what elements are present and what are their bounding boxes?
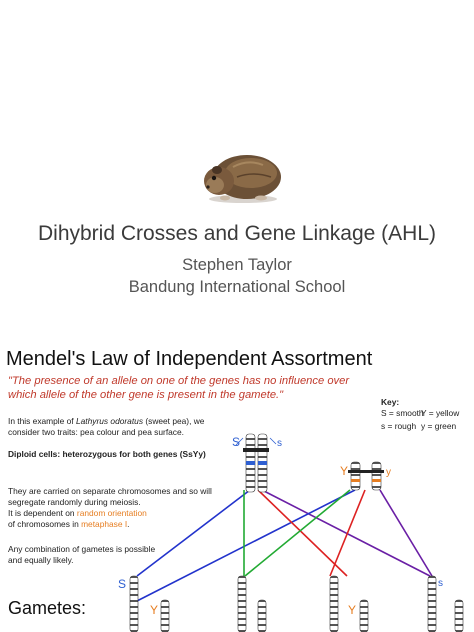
gamete-4-allele-s: s — [438, 578, 443, 589]
gamete-1-allele-S: S — [118, 577, 126, 591]
parent-allele-s: s — [277, 438, 282, 449]
diploid-text: Diploid cells: heterozygous for both gen… — [8, 449, 206, 459]
line-purple-1 — [261, 489, 431, 577]
independent-assortment-slide: Mendel's Law of Independent Assortment "… — [0, 330, 474, 632]
chromosomes-text-3: of chromosomes in — [8, 519, 82, 529]
chromosomes-text-2: It is dependent on — [8, 508, 77, 518]
chromosome-diagram: S s Y y S Y Y s — [118, 433, 464, 632]
parent-allele-y: y — [386, 467, 391, 478]
example-prefix: In this example of — [8, 416, 76, 426]
example-text: In this example of Lathyrus odoratus (sw… — [8, 416, 213, 438]
parent-chromosome-s-pair — [235, 433, 277, 493]
law-quote: "The presence of an allele on one of the… — [8, 375, 350, 401]
gamete-3-allele-Y: Y — [348, 603, 356, 617]
line-red-1 — [329, 489, 366, 577]
line-red-2 — [257, 489, 348, 577]
key-y-lower: y = green — [421, 421, 457, 431]
school-name: Bandung International School — [128, 278, 346, 296]
gametes-label: Gametes: — [8, 598, 87, 618]
presentation-title: Dihybrid Crosses and Gene Linkage (AHL) — [37, 222, 437, 245]
parent-allele-S: S — [232, 435, 240, 449]
species-name: Lathyrus odoratus — [75, 416, 144, 426]
gamete-1-allele-Y: Y — [150, 603, 158, 617]
line-blue-1 — [136, 489, 251, 577]
key-s-lower: s = rough — [381, 421, 417, 431]
slide-divider — [0, 316, 474, 330]
metaphase-link[interactable]: metaphase I — [81, 519, 128, 529]
line-purple-2 — [379, 489, 433, 577]
line-blue-2 — [134, 489, 356, 603]
slide-title: Mendel's Law of Independent Assortment — [6, 348, 373, 370]
gamete-3 — [329, 575, 369, 632]
chromosomes-text-1: They are carried on separate chromosomes… — [8, 486, 212, 507]
key-title: Key: — [381, 397, 400, 407]
key-s-upper: S = smooth — [381, 408, 424, 418]
chromosomes-text-4: . — [127, 519, 130, 529]
guinea-pig-image — [203, 143, 283, 205]
chromosomes-text: They are carried on separate chromosomes… — [8, 486, 213, 530]
gamete-4 — [427, 575, 464, 632]
combination-text: Any combination of gametes is possible a… — [8, 544, 156, 565]
gamete-2 — [237, 575, 267, 632]
title-slide: Dihybrid Crosses and Gene Linkage (AHL) … — [37, 143, 437, 296]
key-y-upper: Y = yellow — [421, 408, 460, 418]
line-green-1 — [244, 489, 351, 577]
author-name: Stephen Taylor — [182, 256, 292, 274]
random-orientation-link[interactable]: random orientation — [76, 508, 147, 518]
parent-chromosome-y-pair — [348, 461, 384, 491]
gamete-1 — [129, 575, 170, 632]
parent-allele-Y: Y — [340, 464, 348, 478]
example-suffix: (sweet pea), we consider two traits: pea… — [8, 416, 205, 437]
